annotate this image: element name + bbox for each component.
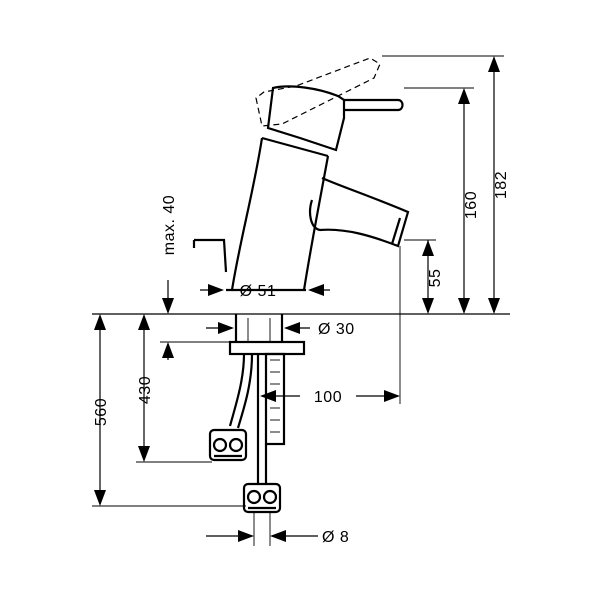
dim-hose-length-long: 560 <box>92 314 246 507</box>
dim-height-spout: 160 <box>404 87 480 314</box>
dim-height-overall: 182 <box>382 55 510 315</box>
label-182: 182 <box>493 171 510 199</box>
dim-spout-clearance: 55 <box>404 239 444 314</box>
label-max-40: max. 40 <box>161 195 178 255</box>
dim-projection: 100 <box>260 246 401 406</box>
label-160: 160 <box>463 191 480 219</box>
label-560: 560 <box>93 398 110 426</box>
dim-shank-diameter: Ø 30 <box>206 321 355 338</box>
dim-hose-length-short: 430 <box>136 314 212 463</box>
label-diameter-51: Ø 51 <box>240 283 277 300</box>
dim-hose-diameter: Ø 8 <box>206 512 349 546</box>
label-diameter-30: Ø 30 <box>318 321 355 338</box>
dim-max-thickness: max. 40 <box>160 195 232 360</box>
mounting-assembly <box>208 314 306 514</box>
label-55: 55 <box>427 269 444 288</box>
faucet-body <box>192 57 410 292</box>
label-diameter-8: Ø 8 <box>322 529 349 546</box>
dim-body-diameter: Ø 51 <box>200 283 330 300</box>
label-100: 100 <box>314 389 342 406</box>
label-430: 430 <box>137 376 154 404</box>
